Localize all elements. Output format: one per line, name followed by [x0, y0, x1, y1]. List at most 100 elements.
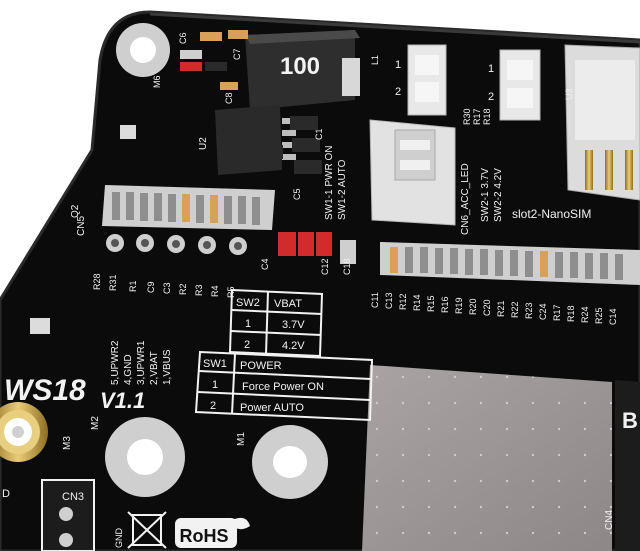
label-cn5: CN5: [76, 216, 87, 236]
mounting-hole-icon: [116, 23, 170, 77]
resistor-label: R1: [128, 280, 138, 292]
cn5-pin-2: 2,VBAT: [149, 351, 160, 385]
sw2-table: [228, 288, 324, 358]
label-u2: U2: [198, 137, 209, 150]
pcb-edge-highlight: [149, 12, 640, 44]
cn5-pin-labels: 5,UPWR2 4,GND 3,UPWR1 2,VBAT 1,VBUS: [110, 340, 173, 385]
resistor-label: R20: [468, 298, 478, 315]
resistor-label: R5: [226, 286, 236, 298]
cn6-label: CN6_ACC_LED: [460, 163, 471, 235]
sw1-row2-pos: 2: [210, 400, 216, 412]
resistor-label: R28: [92, 273, 102, 290]
resistor-label: R16: [440, 296, 450, 313]
label-cn3: CN3: [62, 491, 84, 503]
resistor-label: R31: [108, 274, 118, 291]
resistor-label: R18: [566, 305, 576, 322]
slot-label: slot2-NanoSIM: [512, 207, 591, 221]
resistor-label: C20: [482, 299, 492, 316]
label-edge-d: D: [2, 488, 10, 500]
lower-resistor-labels: R28 R31 R1 C9 C3 R2 R3 R4 R5: [92, 273, 236, 298]
sma-antenna-connector: [0, 402, 48, 462]
power-header: POWER: [240, 360, 282, 372]
label-r18: R18: [482, 108, 492, 125]
right-edge-component: [615, 380, 640, 551]
label-l1: L1: [370, 55, 380, 65]
resistor-label: R15: [426, 295, 436, 312]
rohs-badge: RoHS: [175, 518, 237, 548]
connector-cn6: [369, 119, 456, 226]
module-shield: [362, 365, 612, 551]
sw2-note-1: SW2-1 3.7V: [480, 168, 491, 222]
resistor-label: R12: [398, 293, 408, 310]
top-capacitors: [180, 30, 248, 90]
mounting-hole-icon: [252, 425, 328, 499]
board-version: V1.1: [100, 388, 145, 413]
inductor-value: 100: [280, 53, 320, 80]
label-m2: M2: [90, 416, 101, 430]
sw2-header: SW2: [236, 297, 260, 309]
sw1-pos-1: 1: [395, 59, 401, 71]
sw1-header: SW1: [203, 358, 227, 370]
label-q2: Q2: [70, 204, 81, 218]
sw1-note-2: SW1-2 AUTO: [337, 159, 348, 220]
weee-bin-icon: [127, 511, 167, 549]
sw1-row1-pos: 1: [212, 379, 218, 391]
slide-switch-sw2: [499, 49, 541, 121]
sw1-row2-power: Power AUTO: [240, 402, 304, 414]
resistor-label: C24: [538, 303, 548, 320]
label-c7: C7: [232, 48, 242, 60]
label-c18: C18: [342, 258, 352, 275]
pin-header-cn5-holes: [111, 239, 242, 250]
silk-marker: [30, 318, 50, 334]
resistor-label: R24: [580, 306, 590, 323]
label-c4: C4: [260, 258, 270, 270]
resistor-label: C9: [146, 281, 156, 293]
board-model: WS18: [4, 374, 86, 407]
resistor-array-left: [102, 185, 275, 230]
label-c12: C12: [320, 258, 330, 275]
sw2-notes: SW2-1 3.7V SW2-2 4.2V: [480, 168, 504, 222]
label-m1: M1: [236, 432, 247, 446]
label-r17: R17: [472, 108, 482, 125]
resistor-label: R2: [178, 283, 188, 295]
label-edge-b: B: [622, 408, 638, 433]
red-capacitors: [278, 232, 356, 264]
resistor-label: R19: [454, 297, 464, 314]
sw2-row2-pos: 2: [244, 339, 250, 351]
resistor-label: R4: [210, 285, 220, 297]
resistor-label: R21: [496, 300, 506, 317]
sw1-table: [194, 350, 374, 422]
label-c8: C8: [224, 92, 234, 104]
resistor-label: R3: [194, 284, 204, 296]
sw2-pos-2: 2: [488, 91, 494, 103]
inductor-pad: [342, 58, 360, 96]
resistor-array-right: [380, 242, 640, 285]
ic-u2-pins: [282, 118, 296, 160]
resistor-label: C3: [162, 282, 172, 294]
label-c1: C1: [314, 128, 324, 140]
slide-switch-sw1: [407, 44, 447, 116]
label-m6: M6: [152, 75, 162, 88]
resistor-label: C13: [384, 292, 394, 309]
ic-u2: [215, 105, 282, 175]
small-chips: [255, 116, 322, 174]
sw2-row1-pos: 1: [245, 318, 251, 330]
resistor-label: R22: [510, 301, 520, 318]
sw2-row2-vbat: 4.2V: [282, 340, 305, 352]
resistor-label: C11: [370, 292, 380, 308]
sw2-pos-1: 1: [488, 63, 494, 75]
resistor-label: R25: [594, 307, 604, 324]
vbat-header: VBAT: [274, 298, 302, 310]
label-gnd: GND: [114, 528, 124, 549]
cn5-pin-4: 4,GND: [123, 354, 134, 385]
label-c6: C6: [178, 32, 188, 44]
label-m3: M3: [62, 436, 73, 450]
resistor-label: R14: [412, 294, 422, 311]
sw2-row1-vbat: 3.7V: [282, 319, 305, 331]
resistor-label: R23: [524, 302, 534, 319]
sw1-notes: SW1-1 PWR ON SW1-2 AUTO: [324, 146, 348, 220]
sim-slot: [564, 44, 640, 201]
sw1-note-1: SW1-1 PWR ON: [324, 146, 335, 220]
